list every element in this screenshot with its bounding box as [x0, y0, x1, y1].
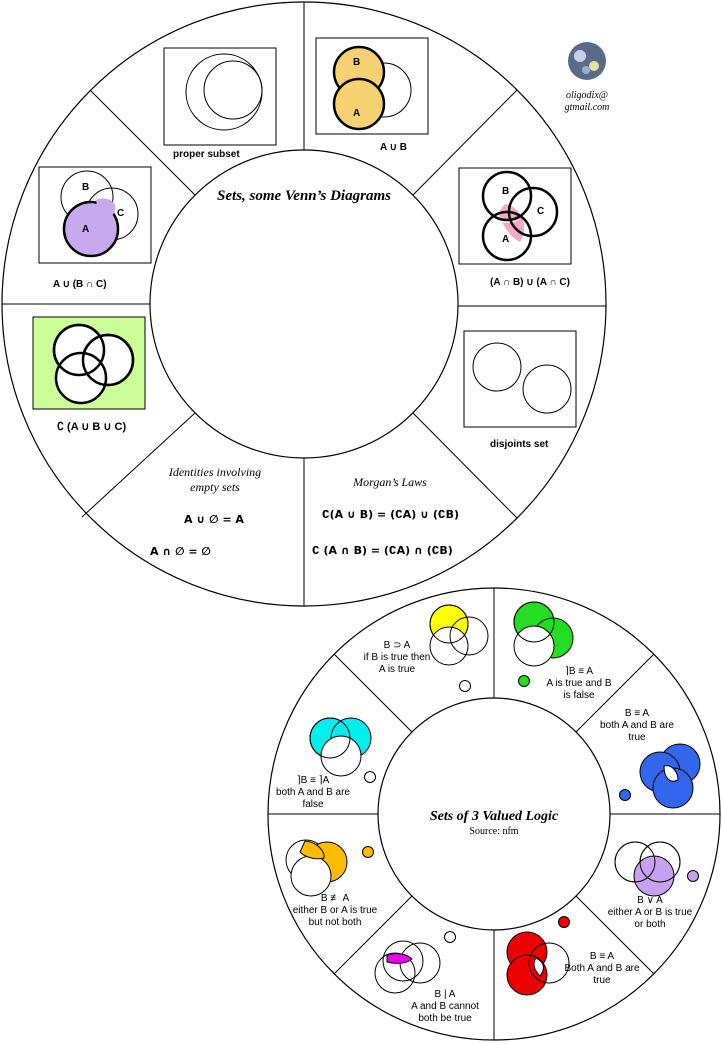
box-proper-subset	[163, 47, 277, 146]
morgan-law-1: ∁(A ∪ B) = (∁A) ∪ (∁B)	[322, 508, 459, 521]
sector-text-b-or-a: B ∨ A either A or B is true or both	[600, 895, 700, 931]
sector-op: B ∨ A	[637, 895, 663, 906]
venn-circle	[522, 364, 572, 414]
label-inter-union: (A ∩ B) ∪ (A ∩ C)	[490, 277, 570, 288]
sector-not-b-equiv-not-a	[309, 717, 376, 783]
indicator-dot	[687, 870, 699, 882]
sector-text-b-xor-a: B ≢ A either B or A is true but not both	[285, 893, 385, 929]
venn-letter-b: B	[82, 182, 90, 193]
morgan-title: Morgan’s Laws	[353, 475, 427, 489]
sector-desc-2: but not both	[308, 917, 362, 928]
venn-region-pink	[502, 218, 525, 242]
sector-b-implies-a	[429, 604, 489, 692]
identity-union-empty: A ∪ ∅ = A	[184, 513, 244, 526]
sector-desc-2: true	[628, 732, 646, 743]
label-disjoint: disjoints set	[490, 439, 549, 450]
indicator-dot	[518, 675, 530, 687]
sector-text-b-equiv-a-red: B ≡ A Both A and B are true	[557, 951, 647, 987]
sector-op: ⌉B ≡ ⌉A	[296, 775, 330, 786]
identities-title: Identities involving empty sets	[140, 465, 290, 495]
author-email: oligodix@ gtmail.com	[552, 90, 622, 114]
morgan-law-2: ∁ (A ∩ B) = (∁A) ∩ (∁B)	[312, 544, 453, 557]
spoke	[89, 89, 196, 196]
venn-letter-a: A	[353, 108, 361, 119]
sector-desc-2: or both	[634, 919, 666, 930]
box-disjoint	[463, 330, 577, 428]
avatar	[568, 42, 606, 80]
sector-b-equiv-a-red	[506, 916, 570, 996]
sector-desc-1: both A and B are	[276, 787, 350, 798]
indicator-dot	[619, 789, 631, 801]
venn-letter-c: C	[537, 206, 545, 217]
venn-circle	[54, 351, 108, 405]
sector-b-xor-a	[285, 839, 374, 897]
indicator-dot	[364, 771, 376, 783]
spoke	[412, 412, 518, 519]
sector-op: B ≡ A	[589, 951, 615, 962]
spoke	[412, 89, 518, 196]
email-line-1: oligodix@	[566, 90, 608, 101]
sector-desc-1: both A and B are	[600, 720, 674, 731]
sector-op: B ≢ A	[320, 893, 350, 904]
wheel-venn-sets	[1, 1, 607, 607]
indicator-dot	[558, 916, 570, 928]
sector-op: ⌉B ≡ A	[564, 666, 594, 677]
venn-letter-c: C	[117, 208, 125, 219]
wheel2-title: Sets of 3 Valued Logic	[429, 809, 559, 824]
sector-desc-1: either A or B is true	[607, 907, 693, 918]
sector-desc-1: A is true and B	[546, 678, 612, 689]
venn-region-b-inter-c	[96, 198, 116, 222]
sector-op: B ≡ A	[624, 708, 650, 719]
sector-desc-2: false	[302, 799, 324, 810]
email-line-2: gtmail.com	[564, 102, 610, 113]
sector-op: B ⊃ A	[383, 640, 411, 651]
sector-desc-2: is false	[563, 690, 595, 701]
sector-desc-1: if B is true then	[363, 652, 431, 663]
sector-desc-2: both be true	[418, 1013, 472, 1024]
wheel2-source: Source: nfm	[469, 826, 519, 837]
sector-text-b-equiv-a-blue: B ≡ A both A and B are true	[592, 708, 682, 744]
identities-title-line-1: Identities involving	[168, 465, 262, 479]
venn-circle-a	[332, 77, 386, 131]
sector-text-b-implies-a: B ⊃ A if B is true then A is true	[352, 640, 442, 676]
sector-desc-1: A and B cannot	[411, 1001, 479, 1012]
venn-circle-b	[481, 170, 533, 222]
sector-text-b-nand-a: B | A A and B cannot both be true	[400, 989, 490, 1025]
indicator-dot	[362, 846, 374, 858]
venn-circle-inner	[203, 60, 263, 120]
sector-b-nand-a	[374, 931, 456, 994]
sector-desc-2: A is true	[378, 664, 416, 675]
sector-op: B | A	[434, 989, 456, 1000]
identity-inter-empty: A ∩ ∅ = ∅	[150, 545, 211, 558]
sector-desc-1: Both A and B are	[564, 963, 640, 974]
venn-letter-b: B	[502, 186, 510, 197]
venn-circle	[472, 342, 522, 392]
indicator-dot	[444, 931, 456, 943]
venn-letter-a: A	[502, 234, 510, 245]
sector-b-or-a	[614, 841, 699, 897]
venn-letter-a: A	[82, 224, 90, 235]
label-complement-union: ∁ (A ∪ B ∪ C)	[57, 421, 127, 433]
spoke	[81, 412, 196, 518]
identities-title-line-2: empty sets	[190, 480, 240, 494]
venn-circle-a	[481, 210, 533, 262]
label-union: A ∪ B	[380, 142, 407, 153]
wheel-three-valued-logic	[267, 587, 721, 1041]
label-a-union-b-inter-c: A ∪ (B ∩ C)	[53, 279, 107, 290]
sector-b-equiv-a-blue	[619, 743, 701, 809]
sector-desc-2: true	[593, 975, 611, 986]
sector-text-not-b-equiv-not-a: ⌉B ≡ ⌉A both A and B are false	[268, 775, 358, 811]
sector-desc-1: either B or A is true	[292, 905, 378, 916]
sector-not-b-equiv-a	[513, 601, 574, 687]
indicator-dot	[459, 680, 471, 692]
sector-text-not-b-equiv-a: ⌉B ≡ A A is true and B is false	[534, 666, 624, 702]
label-proper-subset: proper subset	[173, 149, 240, 160]
wheel1-title: Sets, some Venn’s Diagrams	[217, 188, 391, 204]
venn-letter-b: B	[353, 57, 361, 68]
